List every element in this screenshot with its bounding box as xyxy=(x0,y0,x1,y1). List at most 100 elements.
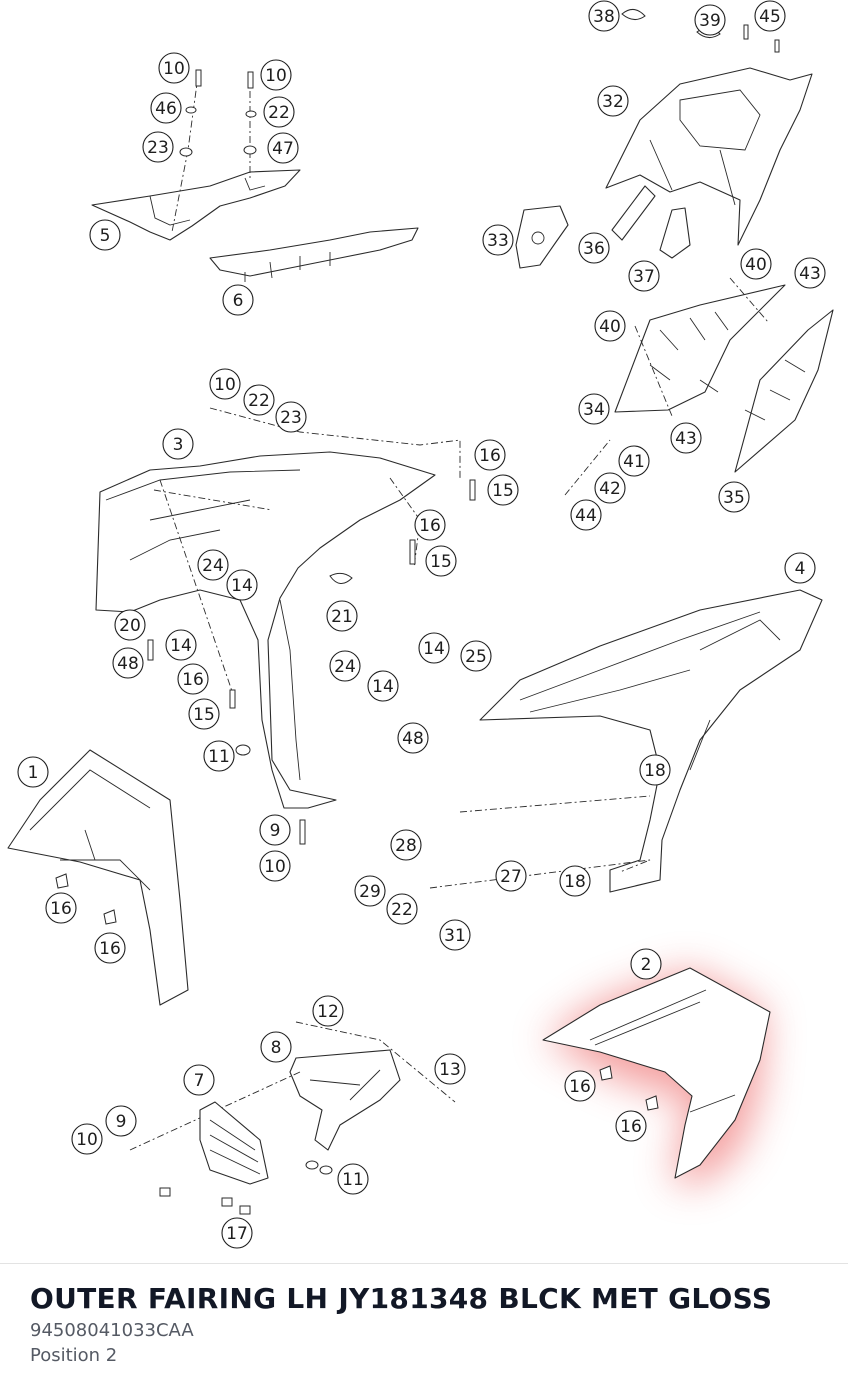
callout-14[interactable]: 14 xyxy=(367,670,399,702)
callout-4[interactable]: 4 xyxy=(784,552,816,584)
callout-10[interactable]: 10 xyxy=(260,59,292,91)
callout-9[interactable]: 9 xyxy=(105,1105,137,1137)
callout-16[interactable]: 16 xyxy=(615,1110,647,1142)
callout-16[interactable]: 16 xyxy=(94,932,126,964)
callout-11[interactable]: 11 xyxy=(337,1163,369,1195)
callout-43[interactable]: 43 xyxy=(670,422,702,454)
callout-circle xyxy=(263,96,295,128)
callout-label: 16 xyxy=(569,1077,591,1097)
callout-5[interactable]: 5 xyxy=(89,219,121,251)
callout-15[interactable]: 15 xyxy=(487,474,519,506)
callout-32[interactable]: 32 xyxy=(597,85,629,117)
callout-35[interactable]: 35 xyxy=(718,481,750,513)
callout-label: 16 xyxy=(419,516,441,536)
part-2-outer-fairing[interactable] xyxy=(542,967,771,1179)
callout-1[interactable]: 1 xyxy=(17,756,49,788)
callout-42[interactable]: 42 xyxy=(594,472,626,504)
callout-circle xyxy=(754,0,786,32)
part-35-side-panel[interactable] xyxy=(734,309,834,473)
callout-47[interactable]: 47 xyxy=(267,132,299,164)
callout-8[interactable]: 8 xyxy=(260,1031,292,1063)
callout-13[interactable]: 13 xyxy=(434,1053,466,1085)
part-3-front-panel[interactable] xyxy=(95,451,436,809)
callout-11[interactable]: 11 xyxy=(203,740,235,772)
callout-circle xyxy=(425,545,457,577)
callout-circle xyxy=(397,722,429,754)
callout-37[interactable]: 37 xyxy=(628,260,660,292)
callout-10[interactable]: 10 xyxy=(209,368,241,400)
callout-48[interactable]: 48 xyxy=(397,722,429,754)
part-7-grille[interactable] xyxy=(199,1101,269,1185)
callout-12[interactable]: 12 xyxy=(312,995,344,1027)
callout-28[interactable]: 28 xyxy=(390,829,422,861)
callout-circle xyxy=(275,401,307,433)
callout-46[interactable]: 46 xyxy=(150,92,182,124)
callout-24[interactable]: 24 xyxy=(197,549,229,581)
part-8-bracket[interactable] xyxy=(289,1049,401,1151)
callout-label: 6 xyxy=(233,291,244,311)
callout-circle xyxy=(628,260,660,292)
callout-10[interactable]: 10 xyxy=(71,1123,103,1155)
callout-18[interactable]: 18 xyxy=(639,754,671,786)
callout-25[interactable]: 25 xyxy=(460,640,492,672)
callout-27[interactable]: 27 xyxy=(495,860,527,892)
callout-22[interactable]: 22 xyxy=(263,96,295,128)
callout-circle xyxy=(559,865,591,897)
callout-48[interactable]: 48 xyxy=(112,647,144,679)
callout-2[interactable]: 2 xyxy=(630,948,662,980)
callout-10[interactable]: 10 xyxy=(158,52,190,84)
callout-24[interactable]: 24 xyxy=(329,650,361,682)
callout-label: 5 xyxy=(100,226,111,246)
callout-22[interactable]: 22 xyxy=(386,893,418,925)
part-4-side-fairing[interactable] xyxy=(479,589,823,893)
callout-41[interactable]: 41 xyxy=(618,445,650,477)
callout-39[interactable]: 39 xyxy=(694,4,726,36)
part-6-tail-cover[interactable] xyxy=(209,227,419,282)
part-33-bracket[interactable] xyxy=(515,205,569,269)
callout-33[interactable]: 33 xyxy=(482,224,514,256)
callout-14[interactable]: 14 xyxy=(165,629,197,661)
callout-15[interactable]: 15 xyxy=(425,545,457,577)
callout-34[interactable]: 34 xyxy=(578,393,610,425)
callout-circle xyxy=(71,1123,103,1155)
callout-10[interactable]: 10 xyxy=(259,850,291,882)
callout-20[interactable]: 20 xyxy=(114,609,146,641)
callout-16[interactable]: 16 xyxy=(564,1070,596,1102)
callout-label: 31 xyxy=(444,926,466,946)
callout-36[interactable]: 36 xyxy=(578,232,610,264)
callout-40[interactable]: 40 xyxy=(594,310,626,342)
callout-43[interactable]: 43 xyxy=(794,257,826,289)
callout-23[interactable]: 23 xyxy=(275,401,307,433)
callout-9[interactable]: 9 xyxy=(259,814,291,846)
callout-29[interactable]: 29 xyxy=(354,875,386,907)
part-5-tail-cover[interactable] xyxy=(91,169,301,241)
part-36-trim[interactable] xyxy=(611,185,656,241)
callout-7[interactable]: 7 xyxy=(183,1064,215,1096)
callout-21[interactable]: 21 xyxy=(326,600,358,632)
callout-31[interactable]: 31 xyxy=(439,919,471,951)
callout-16[interactable]: 16 xyxy=(177,663,209,695)
callout-45[interactable]: 45 xyxy=(754,0,786,32)
callout-14[interactable]: 14 xyxy=(418,632,450,664)
callout-16[interactable]: 16 xyxy=(414,509,446,541)
callout-23[interactable]: 23 xyxy=(142,131,174,163)
callout-16[interactable]: 16 xyxy=(45,892,77,924)
callout-38[interactable]: 38 xyxy=(588,0,620,32)
callout-18[interactable]: 18 xyxy=(559,865,591,897)
callout-circle xyxy=(203,740,235,772)
part-37-trim[interactable] xyxy=(659,207,691,259)
callout-3[interactable]: 3 xyxy=(162,428,194,460)
part-1-front-fairing[interactable] xyxy=(7,749,189,1006)
part-34-side-panel[interactable] xyxy=(614,284,786,413)
part-32-tail-section[interactable] xyxy=(605,67,813,246)
callout-17[interactable]: 17 xyxy=(221,1217,253,1249)
callout-label: 16 xyxy=(50,899,72,919)
callout-14[interactable]: 14 xyxy=(226,569,258,601)
callout-15[interactable]: 15 xyxy=(188,698,220,730)
callout-22[interactable]: 22 xyxy=(243,384,275,416)
callout-44[interactable]: 44 xyxy=(570,499,602,531)
callout-circle xyxy=(142,131,174,163)
callout-6[interactable]: 6 xyxy=(222,284,254,316)
callout-40[interactable]: 40 xyxy=(740,248,772,280)
callout-16[interactable]: 16 xyxy=(474,439,506,471)
